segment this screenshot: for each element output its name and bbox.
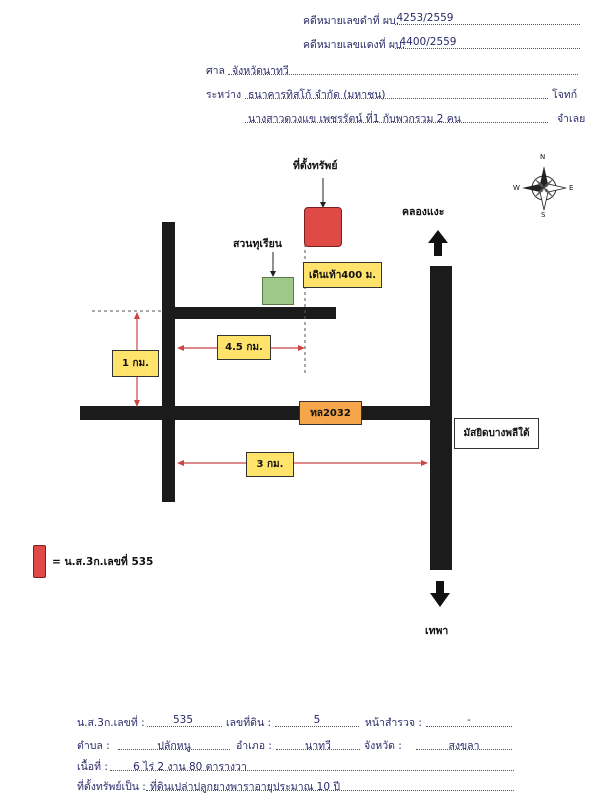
amphoe-label: อำเภอ : xyxy=(236,740,272,752)
property-label: ที่ตั้งทรัพย์ xyxy=(293,160,338,172)
south-arrow-head xyxy=(430,593,450,607)
ns3k-value: 535 xyxy=(172,714,194,726)
land-no-underline xyxy=(275,726,359,727)
between-label: ระหว่าง xyxy=(206,89,242,101)
branch-road xyxy=(175,307,336,319)
compass-s-label: S xyxy=(541,211,546,219)
south-arrow-shaft xyxy=(436,581,444,593)
road-2032-box: ทล2032 xyxy=(299,401,362,425)
defendant-role: จำเลย xyxy=(557,113,586,125)
distance-1km-box: 1 กม. xyxy=(112,350,159,377)
durian-orchard-label: สวนทุเรียน xyxy=(233,238,282,250)
thepha-label: เทพา xyxy=(425,625,449,637)
court-underline xyxy=(228,74,578,75)
legend-text: = น.ส.3ก.เลขที่ 535 xyxy=(52,556,154,568)
arrow-1km-head-top xyxy=(134,312,140,319)
tambon-underline xyxy=(118,749,230,750)
red-case-label: คดีหมายเลขแดงที่ ผบ. xyxy=(303,39,406,51)
arrow-3km-head-left xyxy=(177,460,184,466)
arrow-4-5km-head-left xyxy=(177,345,184,351)
durian-orchard-marker xyxy=(262,277,294,305)
vertical-road-right xyxy=(430,266,452,570)
compass-e-label: E xyxy=(569,184,574,192)
distance-4-5km-box: 4.5 กม. xyxy=(217,335,271,360)
black-case-label: คดีหมายเลขดำที่ ผบ. xyxy=(303,15,400,27)
property-marker xyxy=(304,207,342,247)
canal-label: คลองแงะ xyxy=(402,206,445,218)
black-case-underline xyxy=(395,24,580,25)
mosque-box: มัสยิดบางพลีใต้ xyxy=(454,418,539,449)
legend-marker xyxy=(33,545,46,578)
compass-w-label: W xyxy=(513,184,520,192)
province-underline xyxy=(416,749,512,750)
arrow-4-5km-head-right xyxy=(298,345,305,351)
durian-pointer-head xyxy=(270,271,276,277)
north-arrow-head xyxy=(428,230,448,243)
area-label: เนื้อที่ : xyxy=(77,761,108,773)
defendant-underline xyxy=(245,122,548,123)
survey-page-label: หน้าสำรวจ : xyxy=(365,717,422,729)
land-no-label: เลขที่ดิน : xyxy=(226,717,271,729)
province-label: จังหวัด : xyxy=(364,740,402,752)
north-arrow-shaft xyxy=(434,242,442,256)
vertical-road-left xyxy=(162,222,175,502)
province-value: สงขลา xyxy=(448,740,480,752)
court-label: ศาล xyxy=(206,65,225,77)
area-underline xyxy=(110,770,514,771)
red-case-number: 4400/2559 xyxy=(399,36,457,48)
amphoe-value: นาทวี xyxy=(305,740,331,752)
location-underline xyxy=(146,790,514,791)
red-case-underline xyxy=(395,48,580,49)
compass-rose-icon xyxy=(522,166,567,211)
tambon-value: ปลักหนู xyxy=(157,740,191,752)
walk-distance-box: เดินเท้า400 ม. xyxy=(303,262,382,288)
survey-page-value: - xyxy=(467,714,471,726)
compass-n-label: N xyxy=(540,153,546,161)
property-pointer-head xyxy=(320,202,326,208)
black-case-number: 4253/2559 xyxy=(396,12,454,24)
plaintiff-underline xyxy=(245,98,548,99)
land-no-value: 5 xyxy=(313,714,321,726)
arrow-3km-head-right xyxy=(421,460,428,466)
arrow-1km-head-bottom xyxy=(134,400,140,407)
amphoe-underline xyxy=(276,749,360,750)
location-label: ที่ตั้งทรัพย์เป็น : xyxy=(77,781,146,793)
plaintiff-role: โจทก์ xyxy=(552,89,578,101)
ns3k-label: น.ส.3ก.เลขที่ : xyxy=(77,717,145,729)
area-value: 6 ไร่ 2 งาน 80 ตารางวา xyxy=(133,761,247,773)
ns3k-underline xyxy=(147,726,222,727)
location-value: ที่ดินเปล่าปลูกยางพาราอายุประมาณ 10 ปี xyxy=(150,781,341,793)
distance-3km-box: 3 กม. xyxy=(246,452,294,477)
tambon-label: ตำบล : xyxy=(77,740,110,752)
survey-page-underline xyxy=(426,726,512,727)
